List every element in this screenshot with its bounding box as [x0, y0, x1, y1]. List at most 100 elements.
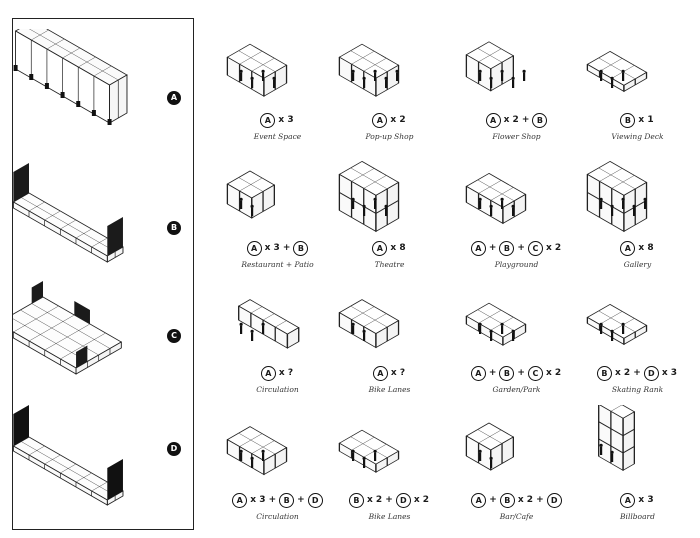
- formula-operator: x 3: [638, 495, 654, 505]
- formula-operator: x 2: [545, 368, 562, 378]
- configuration-drawing: [338, 43, 400, 97]
- formula-operator: +: [297, 495, 305, 505]
- configuration-caption: Bike Lanes: [368, 385, 411, 394]
- configuration-drawing: [586, 50, 648, 93]
- module-token: A: [246, 240, 262, 256]
- configuration-caption: Event Space: [253, 132, 302, 141]
- module-token: A: [485, 112, 501, 128]
- module-token: B: [499, 492, 515, 508]
- module-token: A: [372, 240, 388, 256]
- configuration-caption: Theatre: [374, 260, 405, 269]
- module-token: B: [348, 492, 364, 508]
- module-token: A: [620, 492, 636, 508]
- formula-operator: x 2 +: [517, 495, 544, 505]
- configuration-caption: Bike Lanes: [368, 512, 411, 521]
- module-d-drawing: [13, 405, 124, 506]
- module-token: A: [372, 112, 388, 128]
- formula-operator: x ?: [278, 368, 294, 378]
- configuration-caption: Flower Shop: [492, 132, 541, 141]
- configuration-caption: Circulation: [256, 385, 299, 394]
- formula-operator: x 8: [638, 243, 654, 253]
- module-a: A: [13, 29, 195, 149]
- configuration-drawing: [338, 160, 400, 233]
- formula-operator: x 3 +: [264, 243, 291, 253]
- module-token: A: [470, 365, 486, 381]
- formula-operator: x 2 +: [614, 368, 641, 378]
- configuration-caption: Garden/Park: [492, 385, 541, 394]
- module-a-drawing: [13, 29, 128, 125]
- configuration-caption: Restaurant + Patio: [241, 260, 314, 269]
- formula-operator: x 2 +: [503, 115, 530, 125]
- module-token: B: [279, 492, 295, 508]
- formula-operator: x 2 +: [366, 495, 393, 505]
- module-token: A: [470, 240, 486, 256]
- module-token: C: [527, 365, 543, 381]
- configuration-drawing: [338, 429, 400, 473]
- formula-operator: +: [489, 495, 497, 505]
- module-b: B: [13, 159, 195, 279]
- module-token: B: [596, 365, 612, 381]
- formula-operator: x 3: [661, 368, 678, 378]
- module-label-badge: B: [167, 221, 181, 235]
- module-c: C: [13, 281, 195, 401]
- configuration-drawing: [465, 172, 527, 225]
- formula-operator: +: [517, 368, 525, 378]
- formula-operator: x 3: [278, 115, 294, 125]
- module-token: A: [471, 492, 487, 508]
- module-b-drawing: [13, 163, 124, 263]
- configuration-caption: Bar/Cafe: [499, 512, 534, 521]
- configuration-drawing: [465, 422, 515, 471]
- module-label-badge: D: [167, 442, 181, 456]
- formula-operator: x 2: [413, 495, 430, 505]
- formula-operator: x ?: [390, 368, 406, 378]
- module-token: A: [372, 365, 388, 381]
- configuration-caption: Gallery: [623, 260, 652, 269]
- configuration-caption: Billboard: [620, 512, 655, 521]
- module-token: B: [499, 365, 515, 381]
- module-token: C: [527, 240, 543, 256]
- configuration-drawing: [338, 299, 400, 349]
- module-token: B: [293, 240, 309, 256]
- configuration-drawing: [226, 43, 288, 97]
- configuration-caption: Playground: [494, 260, 539, 269]
- module-token: D: [546, 492, 562, 508]
- configuration-drawing: [465, 41, 526, 92]
- configuration-drawing: [226, 170, 276, 219]
- module-d: D: [13, 404, 195, 524]
- module-token: B: [532, 112, 548, 128]
- module-legend-panel: A B C D: [12, 18, 194, 530]
- module-token: D: [643, 365, 659, 381]
- module-token: A: [260, 112, 276, 128]
